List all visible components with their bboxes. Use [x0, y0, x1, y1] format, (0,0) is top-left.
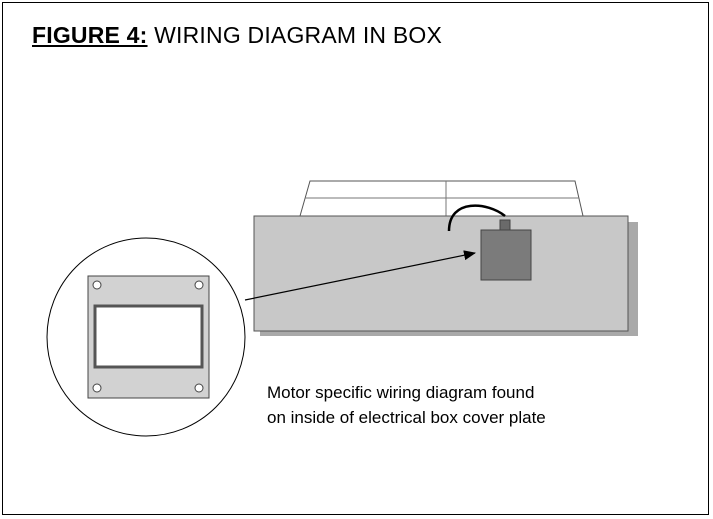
figure-title: FIGURE 4: WIRING DIAGRAM IN BOX: [32, 22, 442, 49]
fan-housing-top: [299, 180, 584, 217]
caption-line-2: on inside of electrical box cover plate: [267, 408, 546, 427]
wiring-diagram-label: [93, 304, 204, 369]
cover-plate: [87, 275, 210, 399]
screw-hole-icon: [92, 383, 102, 393]
unit-box: [253, 215, 629, 332]
pointer-arrow: [244, 250, 476, 301]
figure-label: FIGURE 4:: [32, 22, 148, 48]
figure-title-text: WIRING DIAGRAM IN BOX: [154, 22, 443, 48]
caption: Motor specific wiring diagram found on i…: [267, 380, 546, 430]
screw-hole-icon: [194, 383, 204, 393]
electrical-box: [480, 229, 532, 281]
screw-hole-icon: [194, 280, 204, 290]
electrical-box-connector: [499, 219, 511, 231]
screw-hole-icon: [92, 280, 102, 290]
wire: [447, 204, 506, 232]
caption-line-1: Motor specific wiring diagram found: [267, 383, 535, 402]
